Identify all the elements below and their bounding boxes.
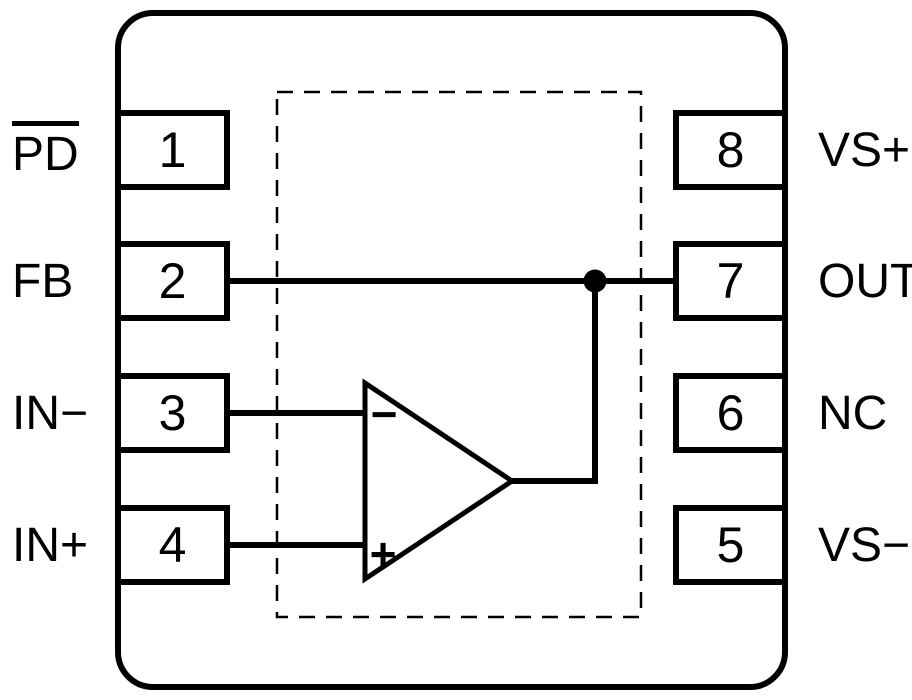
pin-4-box: 4: [115, 505, 230, 585]
pin-6-box: 6: [673, 373, 788, 453]
pin-5-number: 5: [716, 517, 745, 573]
pin-8-box: 8: [673, 110, 788, 190]
pin-1-box: 1: [115, 110, 230, 190]
pin-3-box: 3: [115, 373, 230, 453]
junction-dot: [583, 269, 607, 293]
pin-label-vs-minus: VS−: [818, 518, 911, 572]
pin-2-number: 2: [158, 253, 187, 309]
pin-5-box: 5: [673, 505, 788, 585]
pin-7-number: 7: [716, 253, 745, 309]
pin-7-box: 7: [673, 241, 788, 321]
pin-label-nc: NC: [818, 386, 888, 440]
internal-circuit-boundary: [275, 90, 643, 619]
pd-overlined-text: PD: [12, 121, 79, 179]
opamp-triangle: [362, 378, 517, 584]
pin-label-vs-plus: VS+: [818, 123, 911, 177]
pin-4-number: 4: [158, 517, 187, 573]
pin-2-box: 2: [115, 241, 230, 321]
pin-label-in-plus: IN+: [12, 518, 89, 572]
opamp-inverting-sign: −: [370, 388, 398, 440]
pin-label-out: OUT: [818, 254, 912, 308]
pin-label-pd: PD: [12, 110, 79, 190]
pin-6-number: 6: [716, 385, 745, 441]
pin-3-number: 3: [158, 385, 187, 441]
pin-8-number: 8: [716, 122, 745, 178]
pin-label-fb: FB: [12, 254, 74, 308]
pin-1-number: 1: [158, 122, 187, 178]
opamp-noninverting-sign: +: [369, 528, 397, 580]
pin-label-in-minus: IN−: [12, 386, 89, 440]
